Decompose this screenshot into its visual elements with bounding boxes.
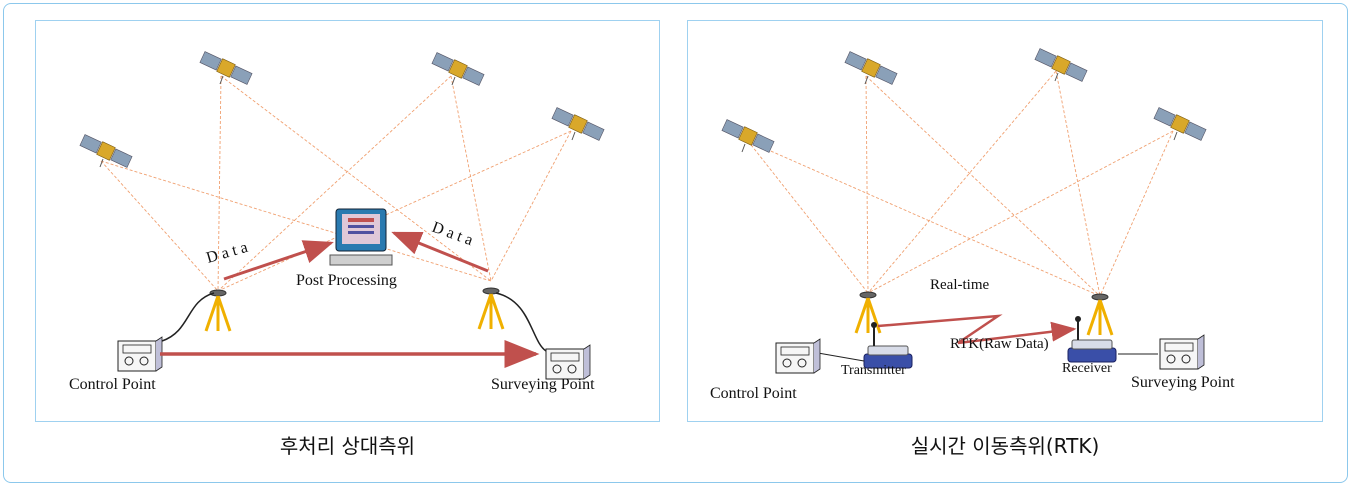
caption-post-processing: 후처리 상대측위 (279, 434, 416, 458)
post-processing-label: Post Processing (296, 272, 397, 289)
rtk-raw-data-label: RTK(Raw Data) (950, 336, 1049, 352)
cable (495, 292, 547, 352)
surveying-point-receiver-icon (1159, 334, 1205, 370)
cable (817, 352, 865, 362)
satellite-icon (1153, 107, 1207, 141)
surveying-point-label: Surveying Point (491, 376, 595, 393)
receiver-label: Receiver (1062, 361, 1112, 376)
satellite-icon (721, 119, 775, 153)
panel-post-processing: D a t a D a t a Post Processing Control … (35, 20, 660, 422)
rtk-link-arrow (877, 314, 1077, 345)
control-point-label: Control Point (69, 376, 156, 393)
control-point-receiver-icon (775, 338, 821, 374)
gps-tripod-icon (854, 290, 882, 335)
data-label-right: D a t a (430, 219, 475, 249)
gps-tripod-icon (1086, 292, 1114, 337)
control-point-label: Control Point (710, 385, 797, 402)
data-label-left: D a t a (204, 239, 249, 267)
surveying-point-receiver-icon (545, 344, 591, 380)
satellite-icon (431, 52, 485, 86)
cable (161, 292, 215, 342)
satellite-icon (1034, 48, 1088, 82)
surveying-point-label: Surveying Point (1131, 374, 1235, 391)
satellite-icon (551, 107, 605, 141)
computer-icon (329, 208, 393, 266)
signal-lines (747, 70, 1174, 297)
realtime-label: Real-time (930, 277, 989, 293)
signal-lines (100, 75, 572, 292)
satellite-icon (844, 51, 898, 85)
rtk-diagram: Real-time RTK(Raw Data) Transmitter Rece… (710, 48, 1235, 402)
transmitter-icon (863, 321, 913, 369)
panel-rtk: Real-time RTK(Raw Data) Transmitter Rece… (687, 20, 1323, 422)
gps-tripod-icon (204, 288, 232, 333)
data-arrow-left (223, 240, 334, 281)
data-arrow-right (391, 231, 489, 273)
caption-rtk: 실시간 이동측위(RTK) (910, 434, 1100, 458)
post-processing-diagram: D a t a D a t a Post Processing Control … (69, 51, 605, 393)
transmitter-label: Transmitter (841, 363, 906, 378)
control-point-receiver-icon (117, 336, 163, 372)
